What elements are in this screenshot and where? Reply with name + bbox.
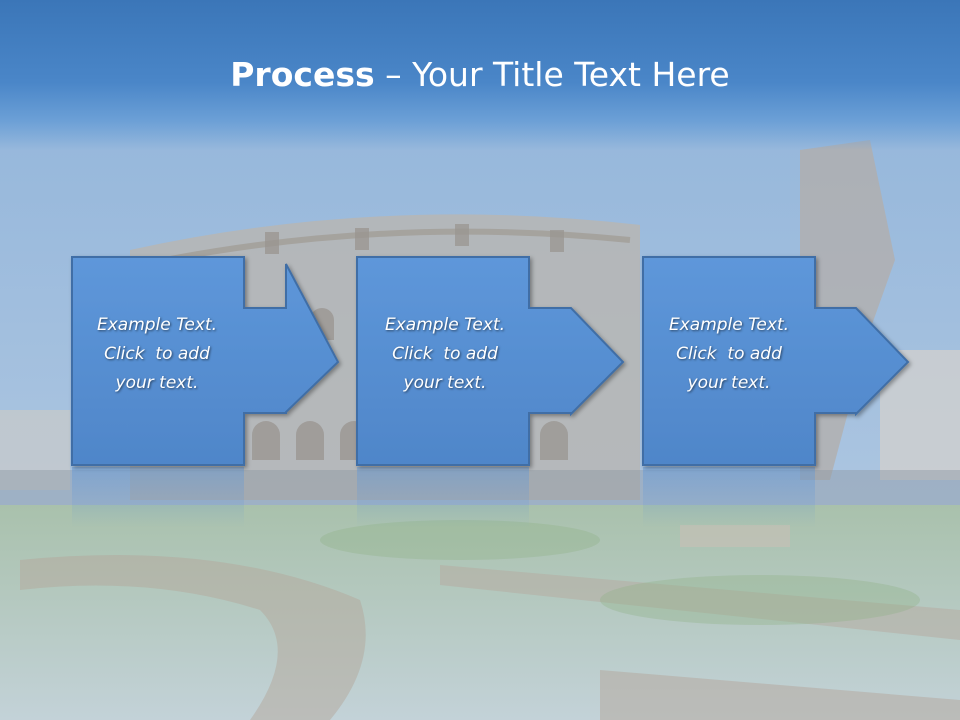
step-1-arrow-box[interactable] — [71, 256, 340, 466]
step-2-line-2: Click to add — [392, 344, 498, 364]
step-2-line-1: Example Text. — [384, 315, 506, 335]
step-1-line-3: your text. — [115, 373, 199, 393]
step-2-line-3: your text. — [403, 373, 487, 393]
title-bold: Process — [230, 55, 375, 94]
step-3-arrow-box[interactable] — [642, 256, 910, 466]
step-3-line-1: Example Text. — [668, 315, 790, 335]
step-reflections — [72, 467, 815, 527]
step-1-line-1: Example Text. — [96, 315, 218, 335]
step-3-line-3: your text. — [687, 373, 771, 393]
slide-title[interactable]: Process – Your Title Text Here — [0, 52, 960, 98]
step-1-text[interactable]: Example Text. Click to add your text. — [72, 311, 242, 398]
title-rest: – Your Title Text Here — [374, 55, 730, 94]
step-3-line-2: Click to add — [676, 344, 782, 364]
step-2-text[interactable]: Example Text. Click to add your text. — [360, 311, 530, 398]
title-banner — [0, 0, 960, 150]
step-2-arrow-box[interactable] — [356, 256, 625, 466]
step-3-text[interactable]: Example Text. Click to add your text. — [644, 311, 814, 398]
step-1-line-2: Click to add — [104, 344, 210, 364]
